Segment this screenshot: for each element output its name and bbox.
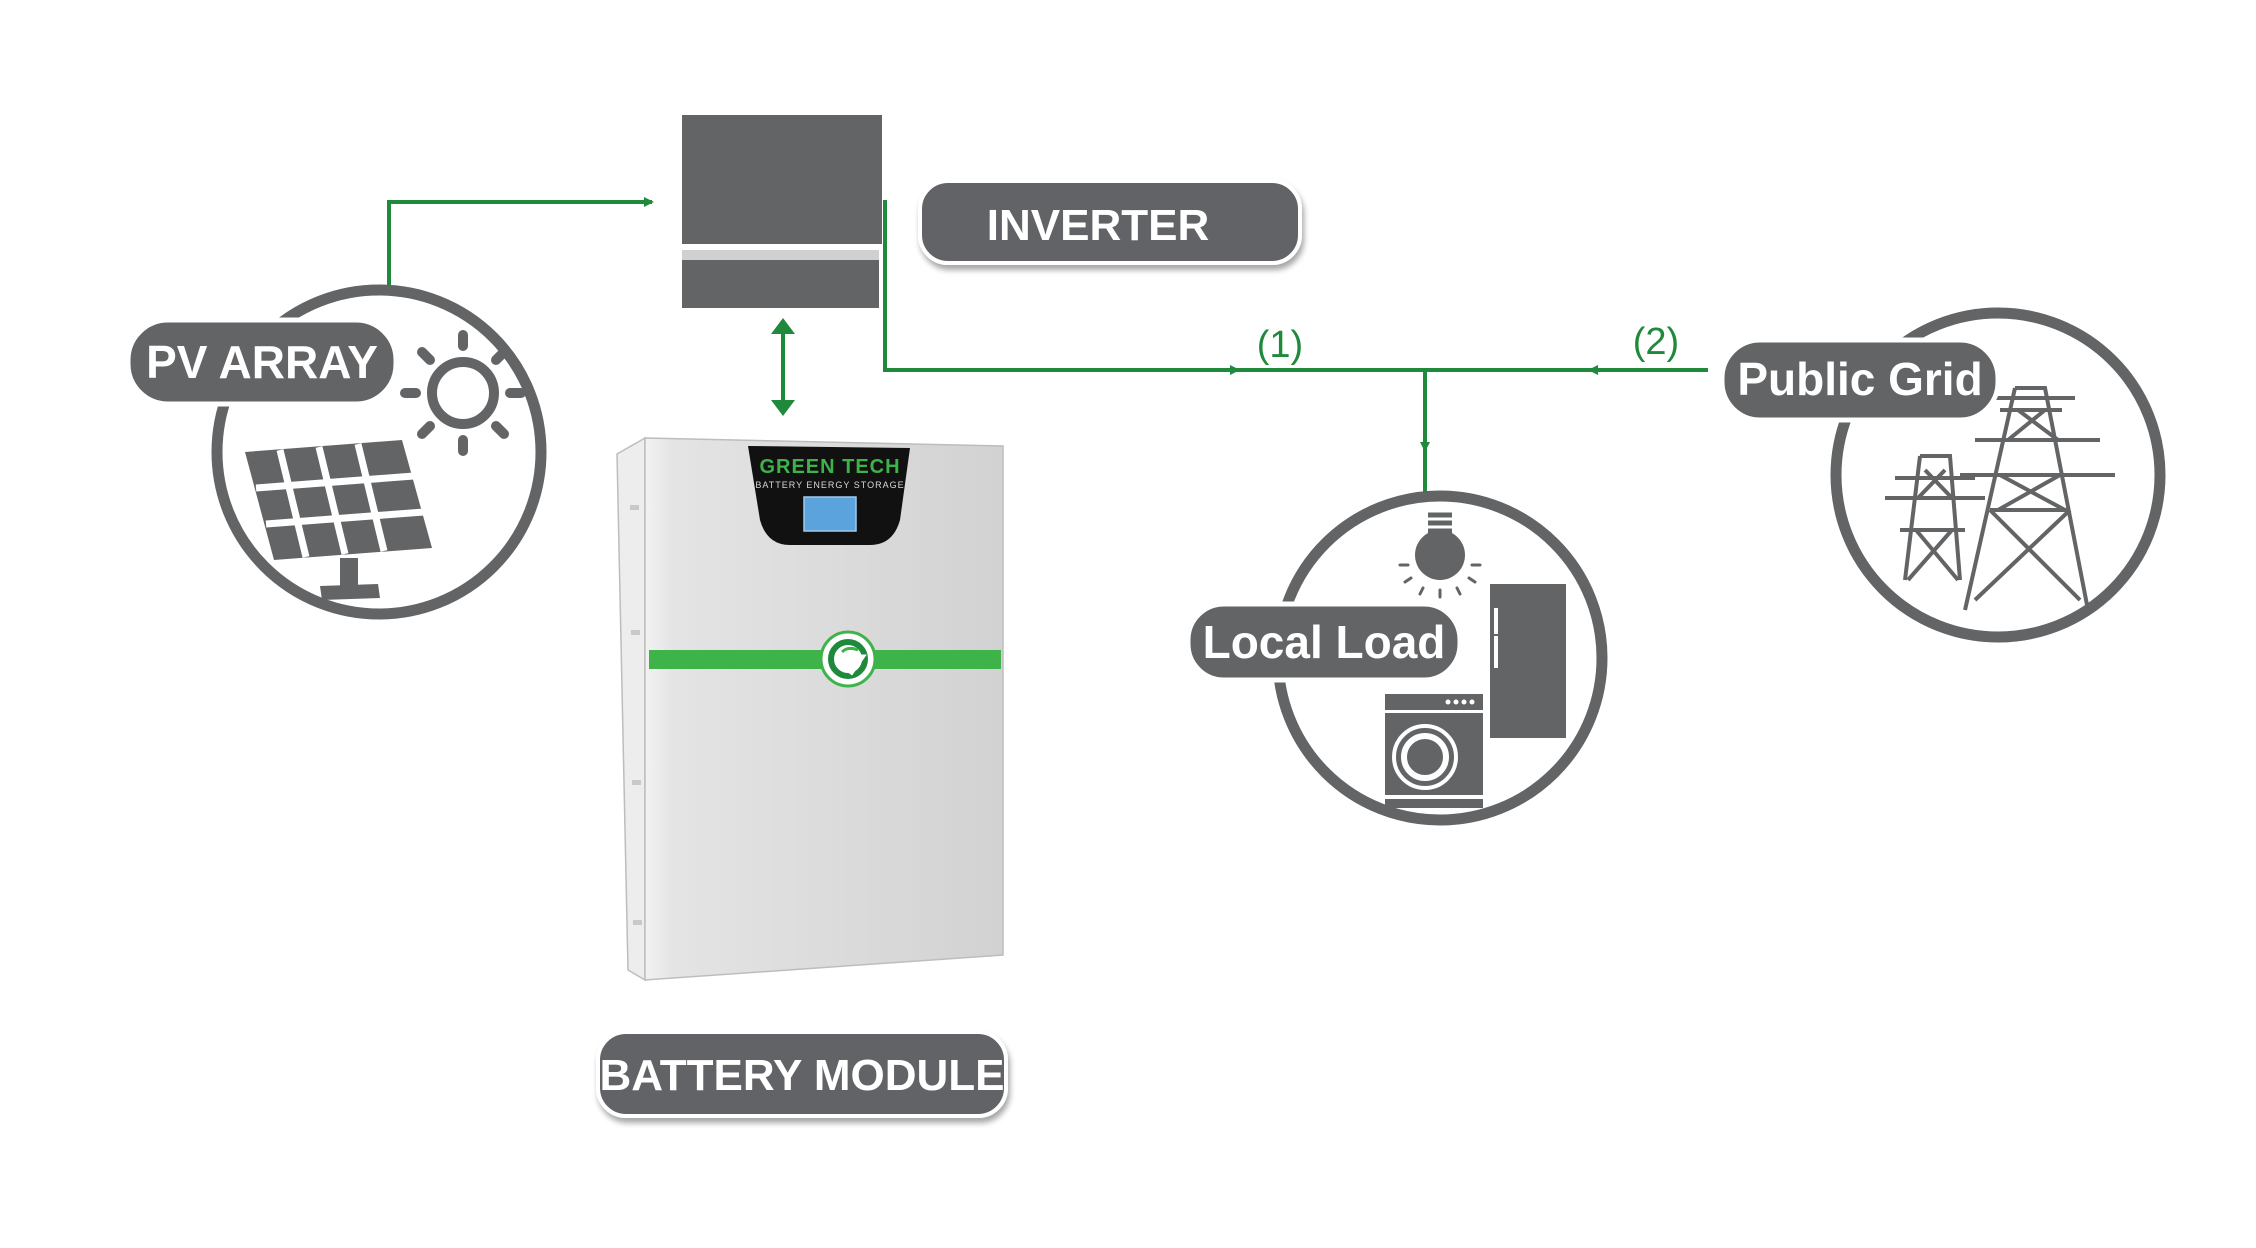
flow-label-2: (2) xyxy=(1633,321,1679,363)
public-grid-label: Public Grid xyxy=(1737,353,1982,405)
pv-to-inverter-line xyxy=(387,197,654,292)
flow-label-1: (1) xyxy=(1257,324,1303,366)
inverter-label-pill xyxy=(918,179,1302,265)
pv-array-label-pill xyxy=(125,317,399,407)
inverter-battery-arrowheads xyxy=(771,318,795,416)
refrigerator-icon xyxy=(1490,584,1566,738)
battery-brand: GREEN TECH xyxy=(759,456,900,478)
battery-display-panel xyxy=(748,446,910,545)
solar-panel-icon xyxy=(245,440,432,600)
local-load-label-pill xyxy=(1185,601,1463,683)
connection-lines xyxy=(387,197,1708,492)
pv-array-label: PV ARRAY xyxy=(146,336,378,388)
inverter-label: INVERTER xyxy=(987,201,1209,250)
battery-module-unit: GREEN TECH BATTERY ENERGY STORAGE xyxy=(616,436,1004,982)
inverter-to-load-line xyxy=(883,200,1240,375)
brand-logo-icon xyxy=(819,630,877,688)
battery-screen xyxy=(803,496,857,532)
sun-icon xyxy=(400,330,526,456)
washing-machine-icon xyxy=(1385,694,1483,808)
local-load-label: Local Load xyxy=(1203,616,1446,668)
battery-side-vents xyxy=(630,505,642,925)
inverter-unit xyxy=(682,115,882,308)
battery-brand-sub: BATTERY ENERGY STORAGE xyxy=(755,480,904,490)
public-grid-label-pill xyxy=(1719,337,2001,423)
power-tower-icon xyxy=(1885,386,2115,611)
battery-label-pill xyxy=(596,1030,1008,1118)
battery-label: BATTERY MODULE xyxy=(600,1051,1005,1100)
light-bulb-icon xyxy=(1398,512,1482,599)
